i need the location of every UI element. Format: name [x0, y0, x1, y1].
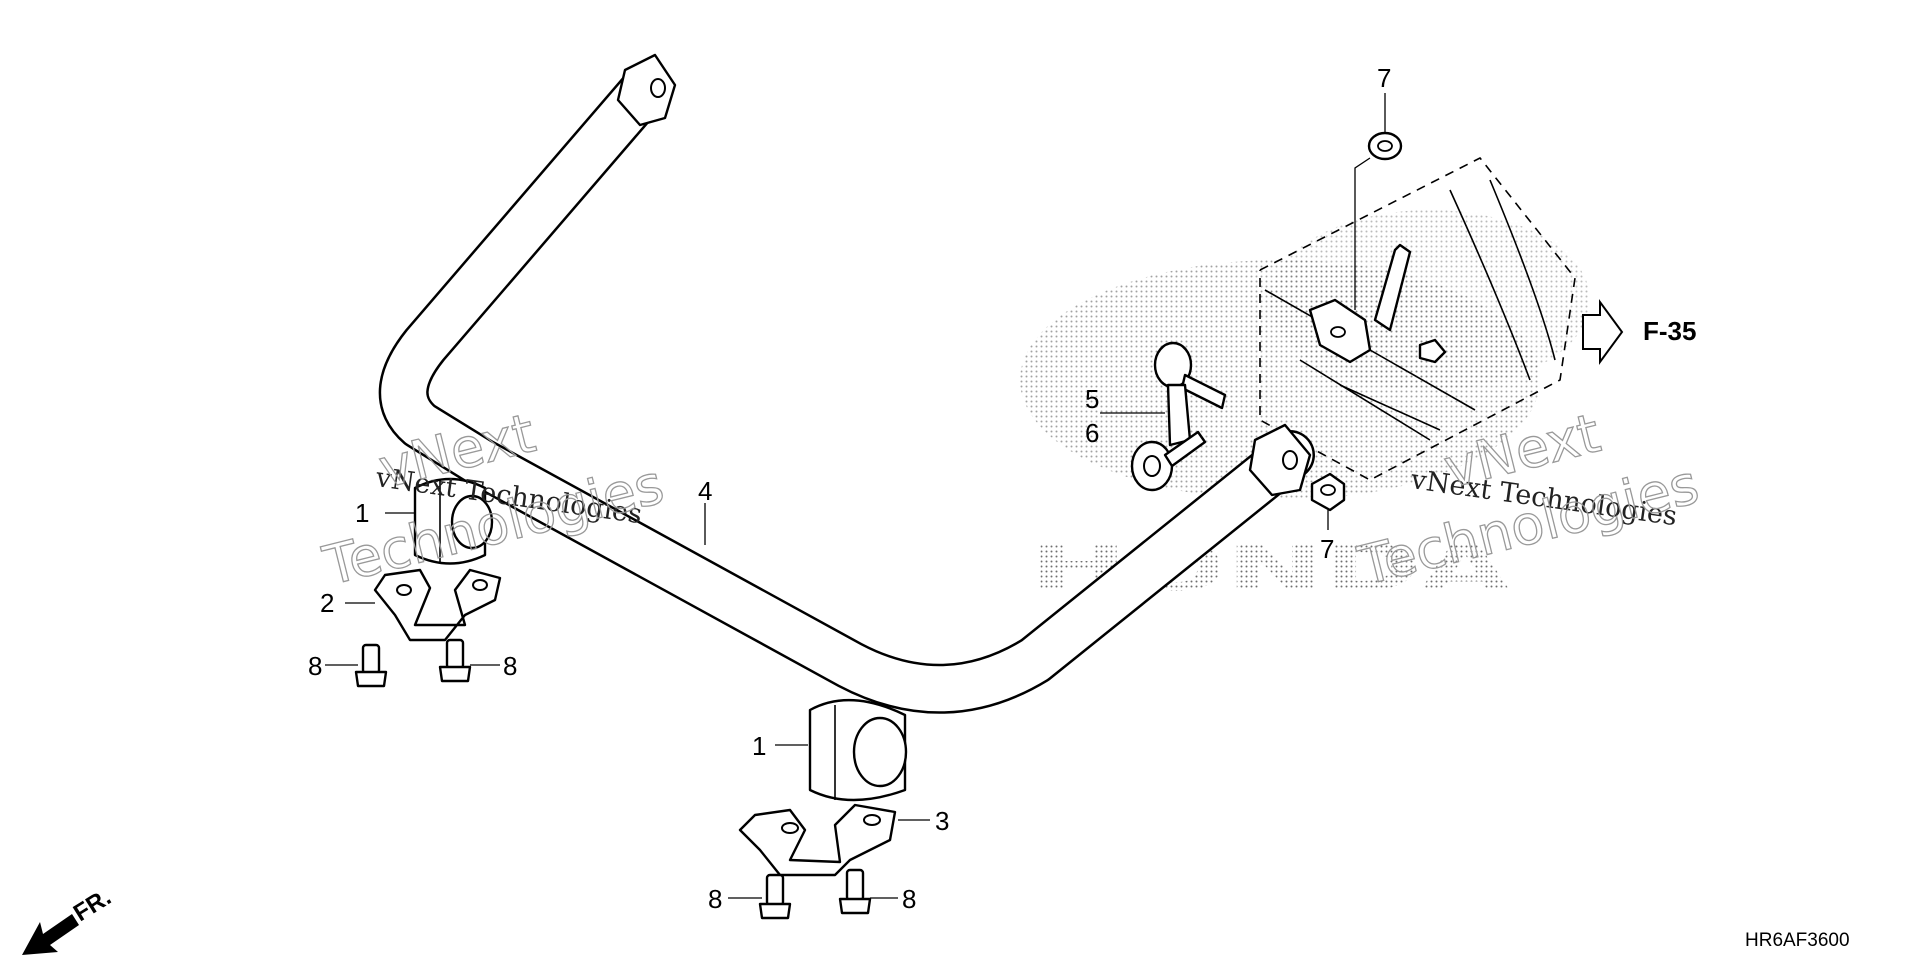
bushing-lower: [808, 698, 908, 802]
nut-lower: [1310, 472, 1346, 512]
callout-3: 3: [935, 806, 949, 836]
bushing-left: [413, 477, 494, 565]
callout-8-lower-a: 8: [708, 884, 722, 914]
callout-1-lower: 1: [752, 731, 766, 761]
stabilizer-link: [1130, 341, 1227, 492]
arrow-down-left-icon: [22, 914, 79, 955]
diagram-code: HR6AF3600: [1745, 930, 1850, 951]
callout-2: 2: [320, 588, 334, 618]
bolt-lower-b: [838, 868, 872, 915]
callout-6: 6: [1085, 418, 1099, 448]
leader-lines: [325, 93, 1386, 899]
mount-bracket: [1308, 243, 1447, 364]
callout-labels: 1 2 1 3 4 5 6 7 7 8 8 8 8: [308, 63, 1391, 914]
dotted-shading: HONDA: [1020, 210, 1590, 606]
callout-8-left-b: 8: [503, 651, 517, 681]
bolt-left-b: [438, 638, 472, 683]
callout-7-upper: 7: [1377, 63, 1391, 93]
stabilizer-bar: [378, 53, 1315, 714]
outline-arrow-right-icon: [1582, 298, 1624, 366]
callout-8-left-a: 8: [308, 651, 322, 681]
callout-4: 4: [698, 476, 712, 506]
callout-1-left: 1: [355, 498, 369, 528]
nut-upper: [1367, 131, 1403, 161]
holder-left: [373, 568, 502, 642]
bolt-lower-a: [758, 873, 792, 920]
holder-lower: [738, 803, 897, 877]
bolt-left-a: [354, 643, 388, 688]
callout-8-lower-b: 8: [902, 884, 916, 914]
callout-5: 5: [1085, 384, 1099, 414]
callout-7-lower: 7: [1320, 534, 1334, 564]
reference-f35[interactable]: F-35: [1582, 298, 1696, 366]
front-indicator: FR.: [22, 884, 116, 955]
reference-label: F-35: [1643, 316, 1696, 346]
